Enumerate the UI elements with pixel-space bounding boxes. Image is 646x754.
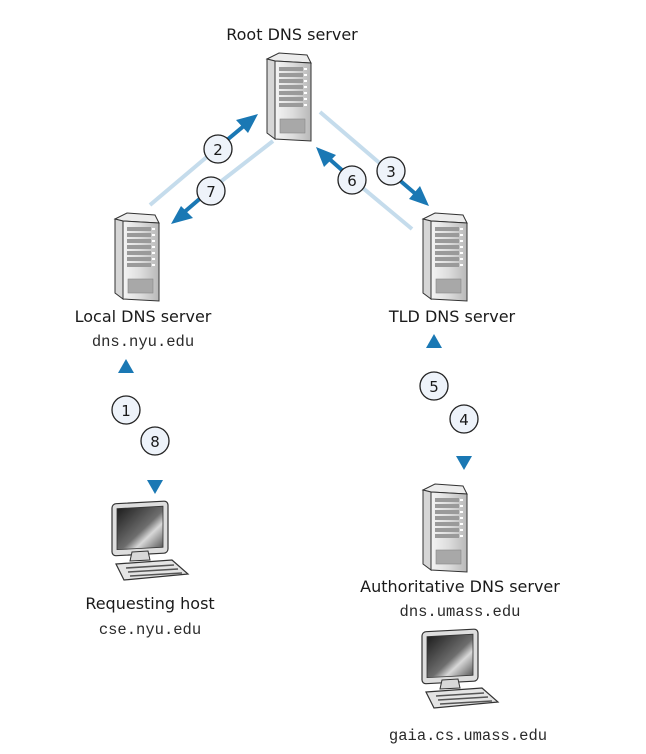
arrow-step-8-tip <box>147 480 163 494</box>
node-label: Local DNS server <box>75 307 212 326</box>
server-icon <box>266 52 312 142</box>
server-icon <box>422 483 468 573</box>
node-tld-dns-server: TLD DNS server <box>388 212 516 326</box>
step-badge-5: 5 <box>419 371 449 401</box>
node-hostname: dns.nyu.edu <box>92 333 194 351</box>
step-number: 8 <box>150 433 160 451</box>
arrow-step-7-tip <box>171 206 193 224</box>
step-badge-8: 8 <box>140 426 170 456</box>
node-hostname: cse.nyu.edu <box>99 621 201 639</box>
step-number: 4 <box>459 411 469 429</box>
node-hostname: dns.umass.edu <box>400 603 521 621</box>
node-requesting-host: Requesting host cse.nyu.edu <box>85 500 215 639</box>
step-number: 6 <box>347 172 357 190</box>
arrow-step-1-tip <box>118 359 134 373</box>
step-badge-7: 7 <box>196 176 226 206</box>
node-label: TLD DNS server <box>388 307 516 326</box>
node-root-dns-server: Root DNS server <box>226 25 358 142</box>
step-badge-6: 6 <box>337 165 367 195</box>
arrow-step-3-tip <box>409 186 429 206</box>
server-icon <box>114 212 160 302</box>
step-number: 2 <box>213 141 223 159</box>
step-badge-4: 4 <box>449 404 479 434</box>
step-badge-2: 2 <box>203 134 233 164</box>
node-label: Authoritative DNS server <box>360 577 560 596</box>
computer-icon <box>111 500 189 581</box>
node-authoritative-dns-server: Authoritative DNS server dns.umass.edu <box>360 483 560 621</box>
node-label: Requesting host <box>85 594 214 613</box>
server-icon <box>422 212 468 302</box>
node-destination-host: gaia.cs.umass.edu <box>389 628 547 745</box>
node-label: Root DNS server <box>226 25 358 44</box>
step-number: 7 <box>206 183 216 201</box>
step-badges: 2 7 3 6 1 8 5 4 <box>111 134 479 456</box>
arrow-step-4-tip <box>456 456 472 470</box>
arrow-step-2-tail <box>148 148 217 207</box>
step-badge-3: 3 <box>376 156 406 186</box>
arrow-step-3-tail <box>318 110 392 174</box>
arrow-step-5-tip <box>426 334 442 348</box>
arrow-step-6-tip <box>316 147 336 167</box>
step-number: 3 <box>386 163 396 181</box>
node-hostname: gaia.cs.umass.edu <box>389 727 547 745</box>
arrows <box>118 110 472 497</box>
node-local-dns-server: Local DNS server dns.nyu.edu <box>75 212 212 351</box>
computer-icon <box>421 628 499 709</box>
arrow-step-2-tip <box>236 114 258 133</box>
step-badge-1: 1 <box>111 395 141 425</box>
step-number: 5 <box>429 378 439 396</box>
step-number: 1 <box>121 402 131 420</box>
